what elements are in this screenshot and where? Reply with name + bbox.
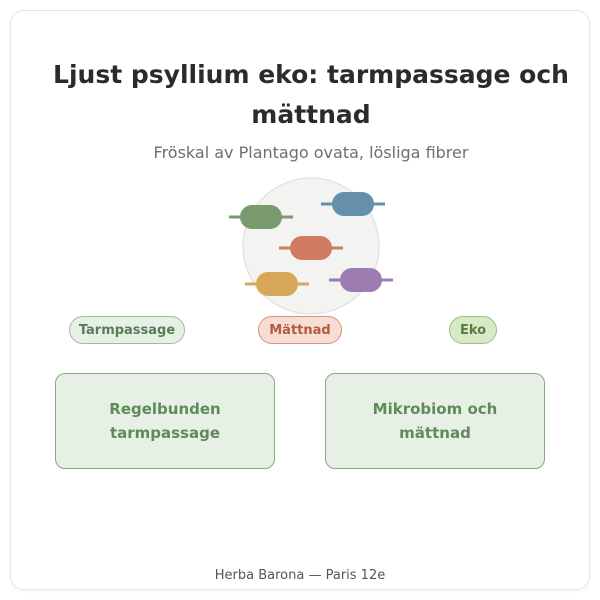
capsule-orange [279,236,343,260]
benefit-label: Mikrobiom och mättnad [372,400,498,442]
benefit-box-regularity: Regelbunden tarmpassage [55,373,275,469]
card: Ljust psyllium eko: tarmpassage och mätt… [10,10,590,590]
page-title: Ljust psyllium eko: tarmpassage och mätt… [53,60,569,129]
tag-tarmpassage: Tarmpassage [69,316,185,344]
tag-mattnad: Mättnad [258,316,342,344]
benefit-label: Regelbunden tarmpassage [109,400,221,442]
capsule-yellow [245,272,309,296]
capsule-blue [321,192,385,216]
footer-text: Herba Barona — Paris 12e [214,568,386,583]
capsule-green [229,205,293,229]
tag-eko: Eko [449,316,497,344]
page-subtitle: Fröskal av Plantago ovata, lösliga fibre… [153,143,469,162]
capsule-purple [329,268,393,292]
capsules-illustration [229,177,393,315]
benefit-box-microbiome: Mikrobiom och mättnad [325,373,545,469]
